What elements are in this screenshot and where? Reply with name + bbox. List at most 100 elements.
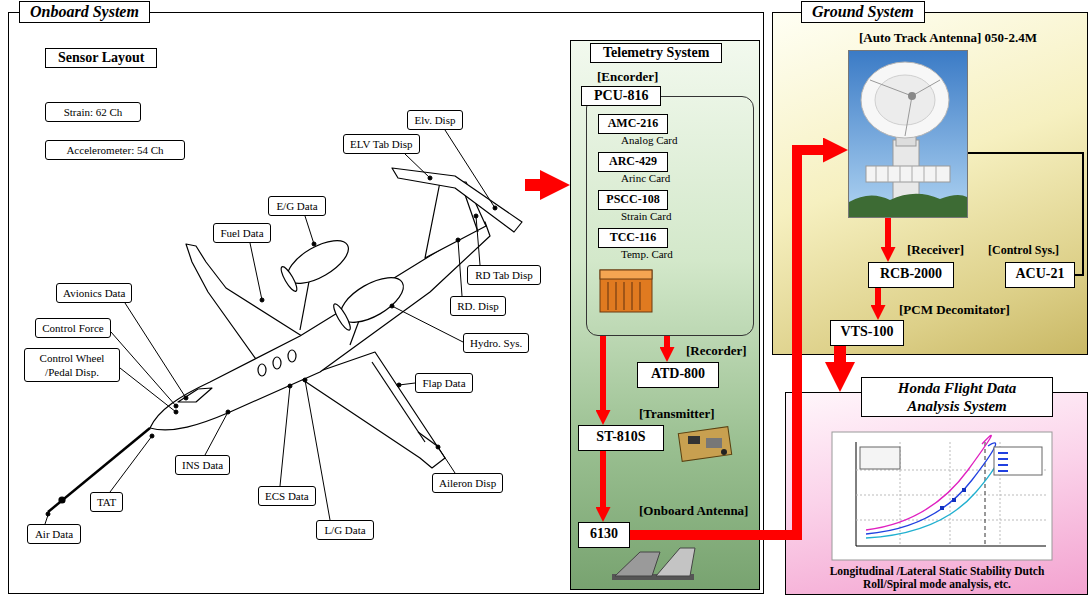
unit-box: [Receiver]RCB-2000 bbox=[868, 262, 954, 288]
unit-role: [Control Sys.] bbox=[988, 242, 1059, 258]
signal-arrow bbox=[600, 336, 606, 410]
stability-chart bbox=[832, 432, 1052, 560]
unit-role: [PCM Decomitator] bbox=[899, 302, 1010, 318]
callout-label: E/G Data bbox=[276, 199, 317, 213]
pitot-ring bbox=[59, 497, 65, 503]
callout-label: TAT bbox=[97, 495, 116, 509]
callout-box: ELV Tab Disp bbox=[343, 134, 420, 154]
sensor-region: Sensor LayoutStrain: 62 Ch Accelerometer:… bbox=[20, 40, 525, 588]
panel-title: Telemetry System bbox=[590, 43, 722, 63]
channel-box: Strain: 62 Ch bbox=[45, 102, 141, 122]
callout-box: Hydro. Sys. bbox=[463, 333, 529, 353]
callout-box: Aileron Disp bbox=[432, 473, 503, 493]
unit-box: [Control Sys.]ACU-21 bbox=[1005, 262, 1075, 288]
signal-arrow bbox=[968, 153, 1083, 275]
callout-label: RD. Disp bbox=[457, 299, 499, 313]
transmitter-photo bbox=[678, 427, 731, 462]
card-type: Strain Card bbox=[621, 210, 671, 223]
callout-label: Fuel Data bbox=[220, 226, 263, 240]
card-model: ARC-429 bbox=[609, 153, 657, 169]
callout-box: RD. Disp bbox=[450, 296, 506, 316]
windscreen bbox=[178, 388, 212, 402]
window bbox=[273, 357, 281, 369]
leader-lines bbox=[45, 130, 497, 524]
antenna-label: [Auto Track Antenna] 050-2.4M bbox=[859, 30, 1037, 46]
card-model: TCC-116 bbox=[610, 229, 657, 245]
card-type: Analog Card bbox=[621, 134, 678, 147]
region-title: Sensor Layout bbox=[45, 48, 157, 68]
card-box: ARC-429Arinc Card bbox=[598, 152, 668, 172]
unit-box: [Onboard Antenna]6130 bbox=[578, 522, 630, 548]
fuselage bbox=[150, 222, 490, 430]
card-model: AMC-216 bbox=[608, 115, 659, 131]
callout-box: RD Tab Disp bbox=[467, 265, 541, 285]
signal-arrow bbox=[885, 218, 891, 247]
callout-box: Elv. Disp bbox=[407, 110, 463, 130]
unit-role: [Receiver] bbox=[907, 242, 964, 258]
callout-box: ECS Data bbox=[258, 486, 316, 506]
unit-model: RCB-2000 bbox=[880, 266, 942, 282]
unit-model: PCU-816 bbox=[581, 86, 661, 106]
callout-label: Flap Data bbox=[422, 376, 465, 390]
callout-label: Strain: 62 Ch bbox=[64, 105, 123, 119]
callout-label: Control Wheel /Pedal Disp. bbox=[31, 351, 113, 379]
channel-box: Accelerometer: 54 Ch bbox=[45, 140, 185, 160]
encoder-photo bbox=[600, 270, 652, 312]
unit-model: VTS-100 bbox=[841, 324, 894, 340]
unit-model: ACU-21 bbox=[1016, 266, 1065, 282]
callout-box: Flap Data bbox=[415, 373, 473, 393]
antenna-photo-onboard bbox=[612, 548, 695, 580]
flap-line bbox=[372, 362, 425, 442]
card-type: Temp. Card bbox=[621, 248, 673, 261]
callout-label: Accelerometer: 54 Ch bbox=[66, 143, 163, 157]
panel-title: Honda Flight Data Analysis System bbox=[861, 377, 1053, 417]
unit-box: [Recorder]ATD-800 bbox=[637, 362, 719, 388]
unit-model: ST-810S bbox=[596, 429, 645, 445]
window bbox=[288, 350, 296, 362]
engine-inlet bbox=[331, 302, 353, 332]
callout-box: Fuel Data bbox=[213, 223, 271, 243]
callout-label: ELV Tab Disp bbox=[350, 137, 413, 151]
callout-label: Control Force bbox=[42, 321, 103, 335]
unit-role: [Encorder] bbox=[597, 69, 658, 85]
callout-label: Air Data bbox=[35, 527, 73, 541]
stabilizer bbox=[392, 168, 522, 232]
callout-label: Avionics Data bbox=[63, 286, 125, 300]
callout-label: Elv. Disp bbox=[415, 113, 456, 127]
callout-label: ECS Data bbox=[265, 489, 309, 503]
engine-inlet bbox=[279, 265, 300, 293]
card-type: Arinc Card bbox=[621, 172, 670, 185]
signal-arrow bbox=[875, 288, 881, 305]
card-box: TCC-116Temp. Card bbox=[598, 228, 668, 248]
callout-box: Control Force bbox=[35, 318, 111, 338]
card-box: AMC-216Analog Card bbox=[598, 114, 668, 134]
callout-box: Control Wheel /Pedal Disp. bbox=[24, 348, 120, 382]
caption: Longitudinal /Lateral Static Stability D… bbox=[817, 565, 1057, 591]
card-box: PSCC-108Strain Card bbox=[598, 190, 668, 210]
callout-box: Air Data bbox=[27, 524, 81, 544]
signal-arrow bbox=[600, 451, 606, 507]
callout-box: INS Data bbox=[175, 455, 230, 475]
callout-label: Hydro. Sys. bbox=[470, 336, 522, 350]
unit-role: [Transmitter] bbox=[639, 406, 715, 422]
callout-box: Avionics Data bbox=[56, 283, 132, 303]
pylon bbox=[300, 276, 310, 330]
card-model: PSCC-108 bbox=[606, 191, 659, 207]
signal-arrow bbox=[664, 336, 670, 347]
unit-role: [Onboard Antenna] bbox=[639, 503, 748, 519]
callout-label: INS Data bbox=[182, 458, 223, 472]
unit-model: ATD-800 bbox=[651, 366, 705, 382]
signal-arrow bbox=[834, 346, 846, 362]
pitot-boom bbox=[48, 428, 150, 512]
unit-box: [PCM Decomitator]VTS-100 bbox=[830, 320, 904, 346]
callout-box: L/G Data bbox=[316, 520, 374, 540]
unit-model: 6130 bbox=[590, 526, 618, 542]
callout-label: RD Tab Disp bbox=[475, 268, 533, 282]
window bbox=[258, 364, 266, 376]
callout-label: L/G Data bbox=[324, 523, 365, 537]
unit-role: [Recorder] bbox=[686, 343, 747, 359]
unit-box: [Transmitter]ST-810S bbox=[578, 425, 664, 451]
